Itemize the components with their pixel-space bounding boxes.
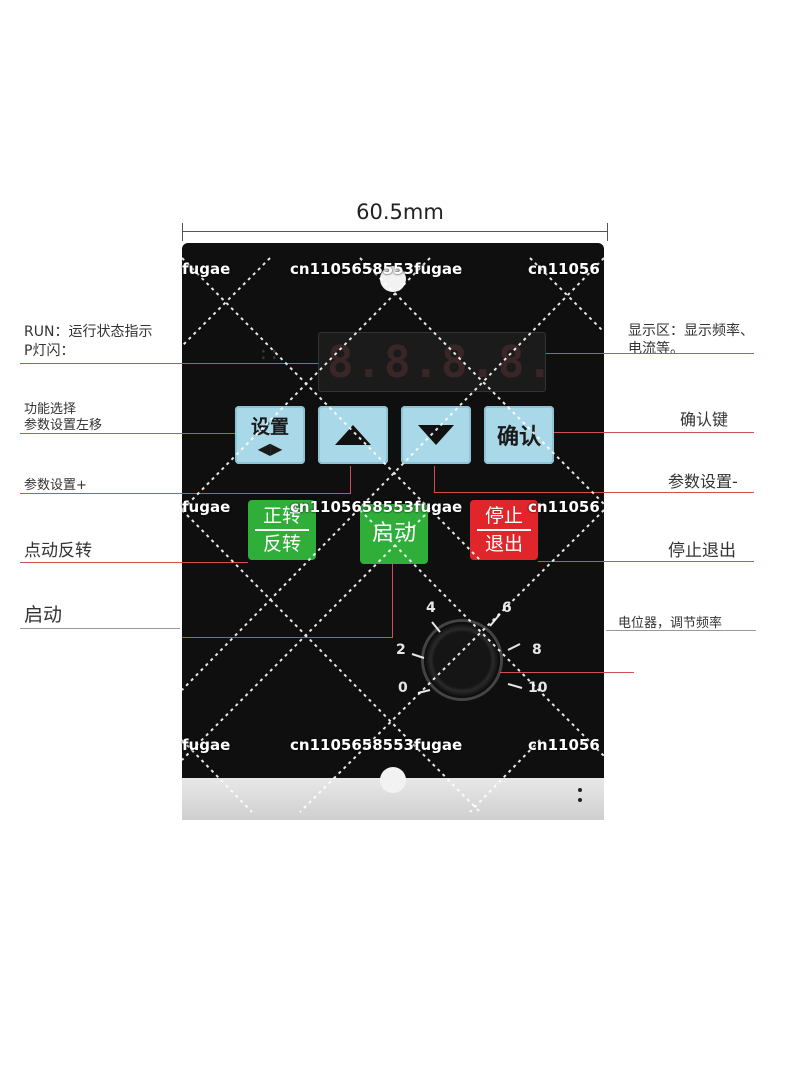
run-indicator: ::: [258, 343, 280, 364]
display-digit: 8.: [383, 336, 441, 388]
left-right-arrows-icon: ◀▶: [257, 439, 283, 458]
annotation-confirm-key: 确认键: [680, 410, 729, 429]
display-digit: 8.: [327, 336, 384, 388]
potentiometer-knob[interactable]: [424, 622, 500, 698]
annotation-stop-exit: 停止退出: [668, 541, 736, 561]
leader-start-vertical: [392, 564, 393, 638]
dimension-tick-left: [182, 223, 183, 241]
leader-param-down: [434, 492, 754, 493]
watermark-text: cn1105658553fugae: [290, 260, 463, 278]
leader-pot-outer: [606, 630, 756, 631]
up-button[interactable]: [318, 406, 388, 464]
confirm-button-label: 确认: [496, 425, 541, 450]
scale-mark-10: 10: [528, 680, 548, 696]
leader-confirm: [554, 432, 754, 433]
scale-mark-4: 4: [426, 600, 436, 616]
watermark-text: cn1105658553fugae: [290, 736, 463, 754]
watermark-text-partial: cn11056: [528, 260, 600, 278]
leader-param-down-vertical: [434, 466, 435, 493]
annotation-param-down: 参数设置-: [668, 472, 738, 491]
annotation-func-line2: 参数设置左移: [24, 418, 103, 433]
watermark-text-partial: cn11056: [528, 498, 600, 516]
leader-pot: [500, 672, 634, 673]
annotation-run-line1: RUN：运行状态指示: [24, 324, 153, 340]
leader-param-up-vertical: [350, 466, 351, 494]
display-digit: 8.: [497, 336, 555, 388]
up-triangle-icon: [335, 425, 371, 445]
leader-stop: [538, 561, 754, 562]
scale-mark-8: 8: [532, 642, 542, 658]
mount-hole-bottom: [380, 767, 406, 793]
strip-dot-icon: [578, 788, 582, 792]
stop-label: 停止: [484, 505, 523, 527]
exit-label: 退出: [484, 533, 523, 555]
led-display: 8. 8. 8. 8.: [318, 332, 553, 392]
set-button-label: 设置: [250, 416, 289, 438]
width-dimension-line: [182, 231, 608, 232]
strip-dot-icon: [578, 798, 582, 802]
annotation-start: 启动: [24, 604, 63, 626]
down-triangle-icon: [418, 425, 454, 445]
reverse-label: 反转: [262, 533, 301, 555]
set-button[interactable]: 设置 ◀▶: [235, 406, 305, 464]
scale-mark-2: 2: [396, 642, 406, 658]
leader-func: [20, 433, 235, 434]
leader-param-up: [20, 493, 350, 494]
watermark-text-partial: fugae: [182, 498, 231, 516]
annotation-display-line1: 显示区：显示频率、: [628, 323, 754, 339]
annotation-run-line2: P灯闪：: [24, 343, 75, 359]
display-digit: 8.: [440, 336, 498, 388]
leader-jog: [20, 562, 248, 563]
leader-start-outer: [20, 628, 180, 629]
confirm-button[interactable]: 确认: [484, 406, 554, 464]
watermark-text-partial: cn11056: [528, 736, 600, 754]
down-button[interactable]: [401, 406, 471, 464]
width-dimension-label: 60.5mm: [356, 200, 444, 224]
scale-mark-6: 6: [502, 600, 512, 616]
watermark-text: cn1105658553fugae: [290, 498, 463, 516]
leader-display: [546, 353, 754, 354]
annotation-param-up: 参数设置+: [24, 478, 87, 493]
annotation-func-line1: 功能选择: [24, 402, 77, 417]
scale-mark-0: 0: [398, 680, 408, 696]
annotation-jog-reverse: 点动反转: [24, 541, 92, 561]
start-button-label: 启动: [371, 521, 416, 546]
dimension-tick-right: [607, 223, 608, 241]
annotation-potentiometer: 电位器，调节频率: [618, 616, 723, 631]
watermark-text-partial: fugae: [182, 260, 231, 278]
leader-start: [182, 637, 392, 638]
watermark-text-partial: fugae: [182, 736, 231, 754]
annotation-display-line2: 电流等。: [628, 341, 684, 357]
leader-run: [20, 363, 318, 364]
